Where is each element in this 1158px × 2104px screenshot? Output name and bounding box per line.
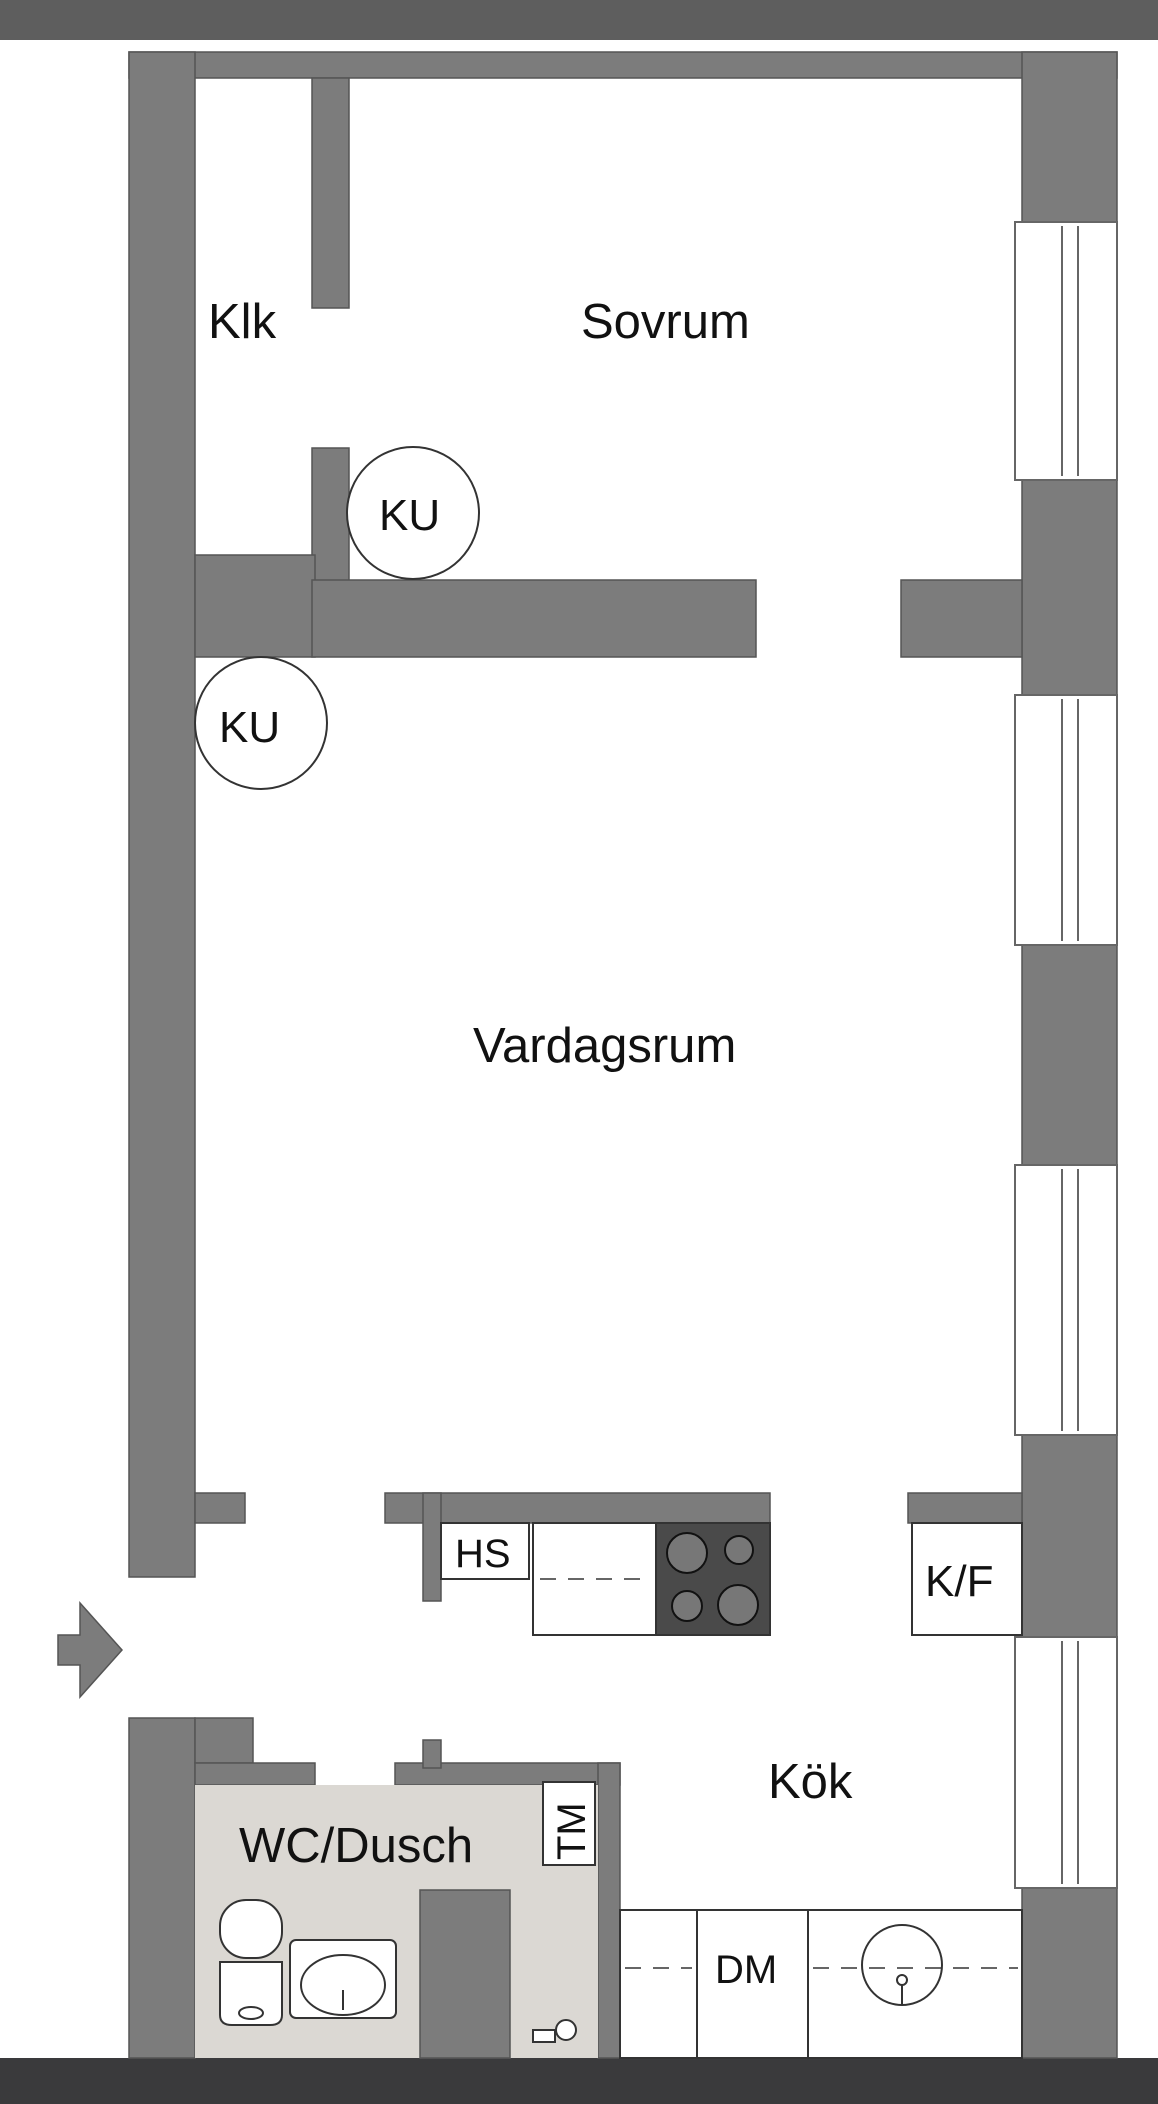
ku-label-bedroom: KU [379,491,440,540]
hs-label: HS [455,1532,511,1576]
outer-walls [128,51,1118,2059]
room-label-klk: Klk [208,295,277,349]
windows [1014,221,1118,1889]
window-bedroom [1014,221,1118,481]
bottom-bar [0,2058,1158,2104]
room-label-wc-dusch: WC/Dusch [239,1819,473,1873]
toilet-icon [219,1899,283,2026]
entrance-arrow-icon [57,1601,124,1699]
dm-label: DM [715,1948,777,1992]
shower-tap-icon [532,2019,577,2043]
top-bar [0,0,1158,40]
window-living-1 [1014,694,1118,946]
kitchen-sink-icon [861,1924,943,2006]
ku-circle-living [194,656,328,790]
ku-label-living: KU [219,703,280,752]
window-living-2 [1014,1164,1118,1436]
tm-label: TM [550,1802,594,1860]
washbasin-icon [289,1939,397,2019]
kitchen-island [440,1522,771,1636]
room-label-sovrum: Sovrum [581,295,750,349]
hob-icon [655,1522,771,1636]
fridge-freezer [911,1522,1023,1636]
kf-label: K/F [925,1557,993,1606]
ku-circle-bedroom [346,446,480,580]
window-kitchen [1014,1636,1118,1889]
kitchen-counter [619,1909,1023,2059]
room-label-kok: Kök [768,1755,853,1809]
room-label-vardagsrum: Vardagsrum [473,1019,736,1073]
washing-machine [542,1781,596,1866]
